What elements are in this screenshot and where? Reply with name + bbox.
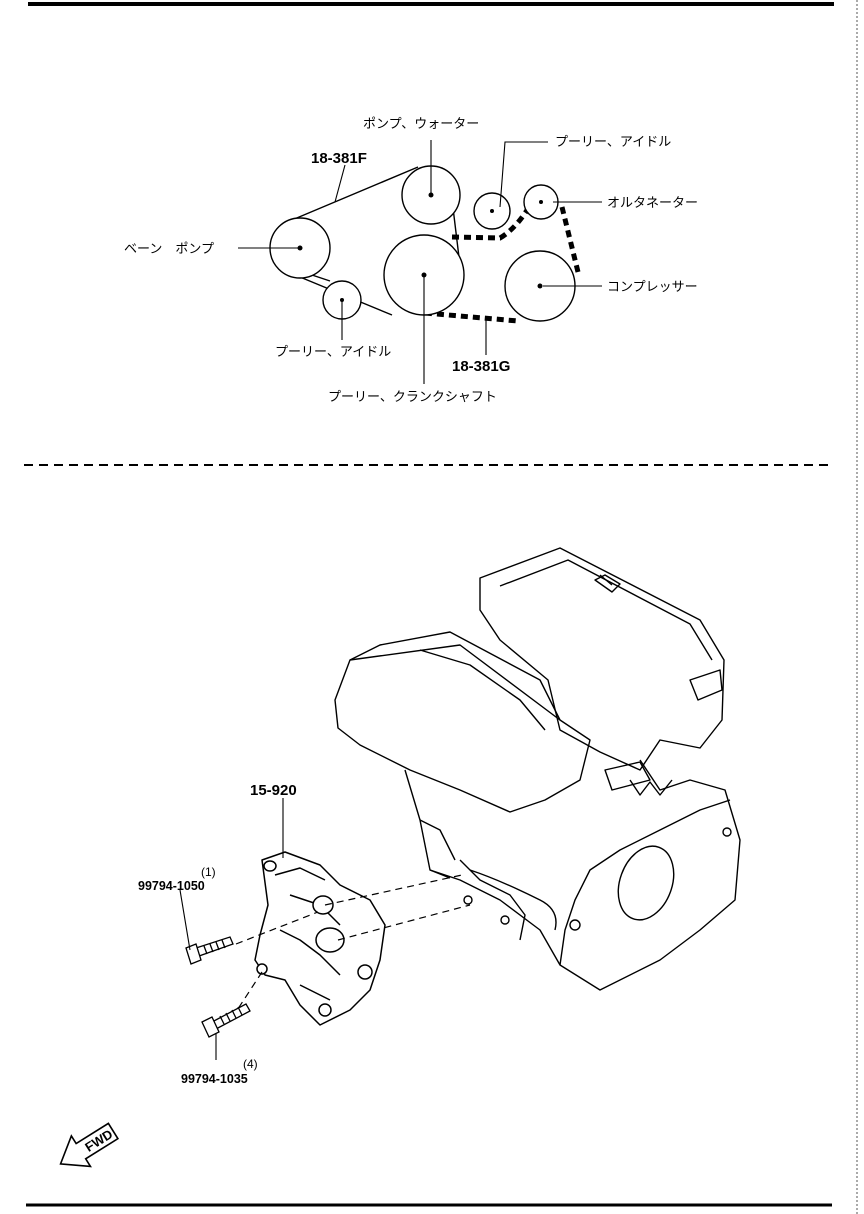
belt-diagram-labels: ポンプ、ウォーター プーリー、アイドル オルタネーター ベーン ポンプ コンプレ…: [124, 117, 698, 405]
part-number-belt-f: 18-381F: [311, 150, 367, 167]
part-number-bolt-lower: 99794-1035: [181, 1072, 248, 1086]
part-number-belt-g: 18-381G: [452, 358, 510, 375]
belt-diagram: [238, 140, 602, 384]
label-crankshaft: プーリー、クランクシャフト: [328, 390, 497, 405]
part-number-bolt-upper: 99794-1050: [138, 879, 205, 893]
bracket-15-920: [254, 851, 386, 1026]
engine-leaders: [179, 798, 284, 1060]
label-compressor: コンプレッサー: [607, 280, 698, 295]
bolt-99794-1050: [185, 936, 234, 965]
label-vane-pump: ベーン ポンプ: [124, 242, 214, 257]
bolt-99794-1035: [201, 1003, 251, 1038]
fwd-arrow-icon: FWD: [59, 1122, 120, 1168]
qty-bolt-upper: (1): [201, 865, 216, 879]
label-alternator: オルタネーター: [607, 196, 698, 211]
part-number-bracket: 15-920: [250, 782, 297, 799]
label-idler-top: プーリー、アイドル: [555, 135, 671, 150]
qty-bolt-lower: (4): [243, 1057, 258, 1071]
label-water-pump: ポンプ、ウォーター: [363, 117, 479, 132]
engine-drawing: [334, 547, 741, 991]
engine-labels: 15-920 (1) 99794-1050 (4) 99794-1035: [138, 782, 297, 1086]
alignment-lines: [231, 874, 471, 1019]
label-idler-bottom: プーリー、アイドル: [275, 345, 391, 360]
